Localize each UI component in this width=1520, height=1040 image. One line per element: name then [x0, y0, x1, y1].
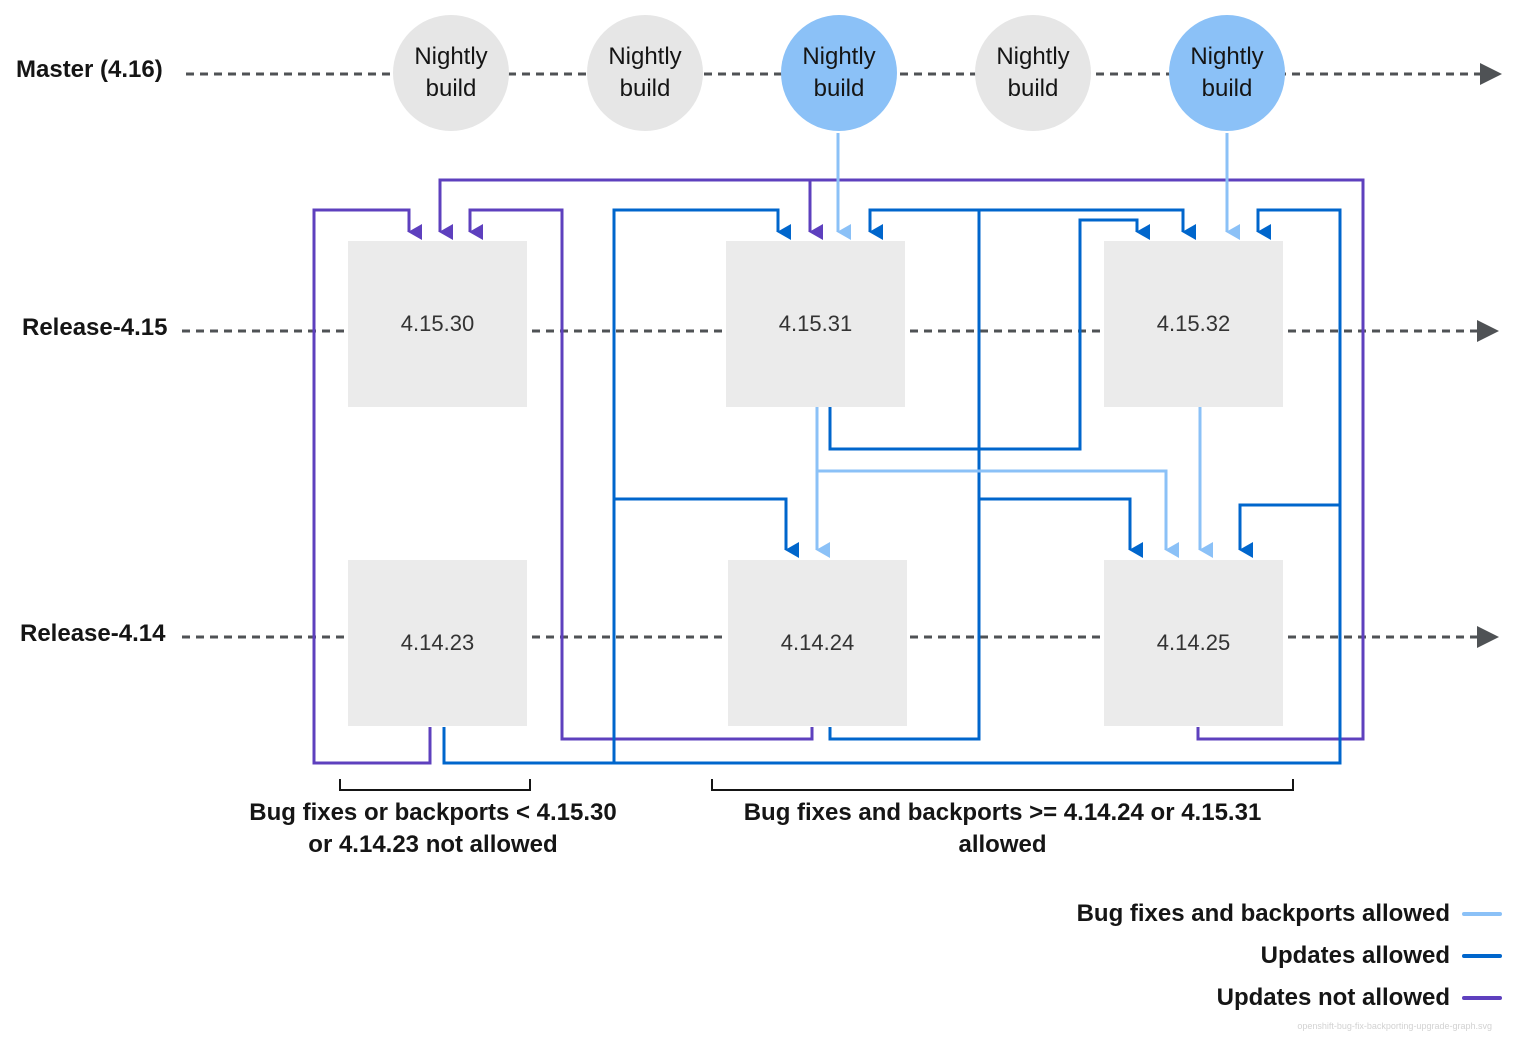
- nightly-build-line2: build: [1007, 75, 1059, 102]
- range-brackets: [339, 779, 1294, 791]
- nightly-build-line1: Nightly: [996, 43, 1070, 70]
- release-node-4-15-31: 4.15.31: [726, 241, 905, 407]
- release-node-4-15-32: 4.15.32: [1104, 241, 1283, 407]
- lane-label-master: Master (4.16): [16, 56, 163, 83]
- blue-left-branch: [614, 497, 799, 558]
- caption-allowed-line2: allowed: [958, 831, 1047, 858]
- legend-item-bugfix: Bug fixes and backports allowed: [802, 898, 1502, 930]
- legend-swatch-updates-not-allowed: [1462, 996, 1502, 1000]
- footer-filename: openshift-bug-fix-backporting-upgrade-gr…: [1297, 1021, 1492, 1031]
- nightly-build-line1: Nightly: [802, 43, 876, 70]
- lane-label-release-415: Release-4.15: [22, 314, 168, 341]
- nightly-build-line2: build: [425, 75, 477, 102]
- legend-item-updates-allowed: Updates allowed: [802, 940, 1502, 972]
- release-node-4-14-25: 4.14.25: [1104, 560, 1283, 726]
- legend-label-updates-not-allowed: Updates not allowed: [1216, 984, 1450, 1011]
- blue-mid-branch: [979, 497, 1143, 558]
- legend-item-updates-not-allowed: Updates not allowed: [802, 982, 1502, 1014]
- legend-label-updates-allowed: Updates allowed: [1260, 942, 1450, 969]
- caption-allowed: Bug fixes and backports >= 4.14.24 or 4.…: [712, 797, 1293, 861]
- blue-left-spine: [612, 208, 791, 763]
- nightly-build-1: Nightly build: [393, 15, 509, 131]
- nightly-build-line1: Nightly: [608, 43, 682, 70]
- updates-allowed-connectors: [442, 208, 1342, 765]
- bugfix-connectors: [815, 133, 1240, 558]
- nightly-build-line2: build: [813, 75, 865, 102]
- purple-loop-4-14-24: [468, 208, 814, 741]
- blue-mid-top: [979, 208, 1196, 240]
- nightly-build-line1: Nightly: [414, 43, 488, 70]
- release-node-4-14-24: 4.14.24: [728, 560, 907, 726]
- caption-allowed-line1: Bug fixes and backports >= 4.14.24 or 4.…: [743, 799, 1262, 826]
- legend-swatch-bugfix: [1462, 912, 1502, 916]
- nightly-build-5: Nightly build: [1169, 15, 1285, 131]
- release-node-4-15-30: 4.15.30: [348, 241, 527, 407]
- legend-label-bugfix: Bug fixes and backports allowed: [1076, 900, 1450, 927]
- light-4-15-31-to-4-14-25: [817, 469, 1179, 558]
- caption-not-allowed: Bug fixes or backports < 4.15.30 or 4.14…: [233, 797, 633, 861]
- blue-mid-spine: [828, 208, 981, 741]
- nightly-build-3: Nightly build: [781, 15, 897, 131]
- bracket-not-allowed: [339, 779, 531, 791]
- release-node-4-14-23: 4.14.23: [348, 560, 527, 726]
- nightly-build-line1: Nightly: [1190, 43, 1264, 70]
- caption-not-allowed-line1: Bug fixes or backports < 4.15.30: [249, 799, 617, 826]
- nightly-build-2: Nightly build: [587, 15, 703, 131]
- nightly-build-line2: build: [1201, 75, 1253, 102]
- bracket-allowed: [711, 779, 1294, 791]
- purple-loop-4-14-25: [438, 178, 1365, 741]
- nightly-build-line2: build: [619, 75, 671, 102]
- blue-4-15-31-to-4-15-32: [828, 218, 1150, 451]
- legend: Bug fixes and backports allowed Updates …: [802, 898, 1502, 1014]
- caption-not-allowed-line2: or 4.14.23 not allowed: [308, 831, 558, 858]
- blue-right-branch: [1238, 503, 1340, 558]
- nightly-build-4: Nightly build: [975, 15, 1091, 131]
- updates-not-allowed-connectors: [312, 178, 1365, 765]
- lane-label-release-414: Release-4.14: [20, 620, 166, 647]
- blue-outer-loop: [442, 208, 1342, 765]
- purple-loop-4-14-23: [312, 208, 432, 765]
- legend-swatch-updates-allowed: [1462, 954, 1502, 958]
